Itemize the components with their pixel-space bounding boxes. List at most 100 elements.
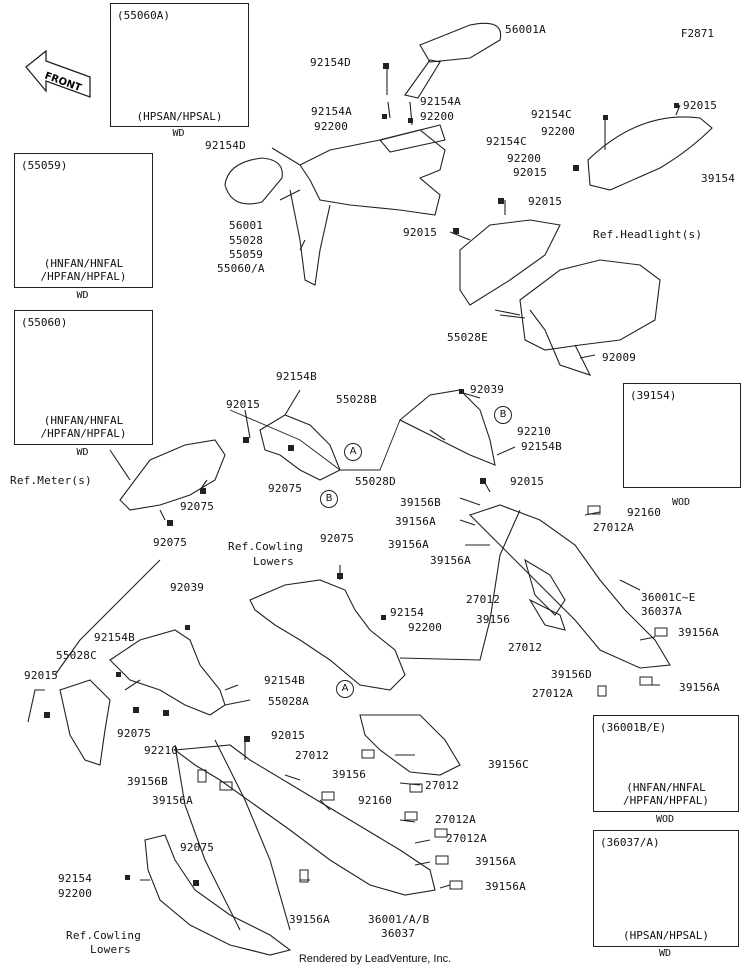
part-label: 27012 <box>295 749 330 762</box>
part-label: 92160 <box>627 506 662 519</box>
part-label: 39156A <box>678 626 719 639</box>
part-label: 39156 <box>476 613 511 626</box>
part-label: Ref.Meter(s) <box>10 474 92 487</box>
part-label: 92015 <box>226 398 261 411</box>
part-label: 39156D <box>551 668 592 681</box>
part-label: 92075 <box>153 536 188 549</box>
callout-a: A <box>344 443 362 461</box>
windshield-39154-shape <box>587 116 713 191</box>
part-label: 92154 <box>390 606 425 619</box>
part-label: 39156B <box>400 496 441 509</box>
part-label: Ref.Cowling <box>228 540 304 553</box>
part-label: 92075 <box>320 532 355 545</box>
bracket-55028-shape <box>299 129 446 216</box>
part-label: 39156A <box>388 538 429 551</box>
mirror-56001a-shape <box>419 22 502 63</box>
callout-a: A <box>336 680 354 698</box>
part-label: 36037A <box>641 605 682 618</box>
part-label: 92154D <box>310 56 351 69</box>
part-label: 39156A <box>430 554 471 567</box>
part-label: 39154 <box>701 172 736 185</box>
part-label: 92200 <box>420 110 455 123</box>
sticker-39156c-shape <box>359 714 461 776</box>
part-label: 39156B <box>127 775 168 788</box>
part-label: 92200 <box>58 887 93 900</box>
part-label: 92075 <box>180 841 215 854</box>
footer-credit: Rendered by LeadVenture, Inc. <box>298 953 452 965</box>
part-label: 36001/A/B <box>368 913 430 926</box>
part-label: 55059 <box>229 248 264 261</box>
part-label: 92015 <box>510 475 545 488</box>
inset-36037a: (36037/A) (HPSAN/HPSAL) <box>593 830 739 947</box>
headlight-shape <box>519 259 661 351</box>
part-label: 92009 <box>602 351 637 364</box>
part-label: 92039 <box>470 383 505 396</box>
inset-note: (HPSAN/HPSAL) <box>136 110 223 123</box>
part-label: 27012A <box>532 687 573 700</box>
front-arrow-icon: FRONT <box>25 49 91 98</box>
cover-55028b-shape <box>399 389 496 466</box>
panel-36001c-shape <box>468 504 671 669</box>
part-label: 92210 <box>144 744 179 757</box>
part-label: 92154 <box>58 872 93 885</box>
bracket-55028d-shape <box>259 414 341 481</box>
inset-code: (55059) <box>21 159 68 172</box>
part-label: 39156A <box>475 855 516 868</box>
part-label: 39156A <box>152 794 193 807</box>
part-label: 39156A <box>485 880 526 893</box>
part-label: 92015 <box>513 166 548 179</box>
part-label: 92154C <box>486 135 527 148</box>
bracket-55028e-shape <box>459 219 561 306</box>
part-label: Lowers <box>253 555 294 568</box>
cover-55028a-shape <box>109 629 226 716</box>
part-label: 92075 <box>180 500 215 513</box>
part-label: 92075 <box>117 727 152 740</box>
part-label: 92075 <box>268 482 303 495</box>
part-label: 92015 <box>271 729 306 742</box>
part-label: 92154B <box>264 674 305 687</box>
inset-code: (36037/A) <box>600 836 660 849</box>
part-label: 92200 <box>314 120 349 133</box>
part-label: 92154B <box>276 370 317 383</box>
inset-sub: WD <box>76 290 89 301</box>
bracket-plate-shape <box>379 124 446 153</box>
part-label: 27012A <box>593 521 634 534</box>
part-label: 92154C <box>531 108 572 121</box>
part-label: 92015 <box>683 99 718 112</box>
part-label: 27012A <box>435 813 476 826</box>
part-label: 92039 <box>170 581 205 594</box>
part-label: 92015 <box>528 195 563 208</box>
part-label: 92154B <box>94 631 135 644</box>
inset-note: (HNFAN/HNFAL /HPFAN/HPFAL) <box>40 414 127 440</box>
part-label: 92015 <box>403 226 438 239</box>
inset-note: (HPSAN/HPSAL) <box>622 929 710 942</box>
callout-b: B <box>320 490 338 508</box>
inset-note: (HNFAN/HNFAL /HPFAN/HPFAL) <box>622 781 710 807</box>
cover-55028c-shape <box>59 679 111 766</box>
inset-sub: WOD <box>671 497 691 508</box>
part-label: 55028A <box>268 695 309 708</box>
part-label: 27012 <box>466 593 501 606</box>
inset-sub: WD <box>76 447 89 458</box>
inset-36001be: (36001B/E) (HNFAN/HNFAL /HPFAN/HPFAL) <box>593 715 739 812</box>
part-label: 39156A <box>289 913 330 926</box>
part-label: 27012 <box>425 779 460 792</box>
inset-code: (39154) <box>630 389 677 402</box>
inset-note: (HNFAN/HNFAL /HPFAN/HPFAL) <box>40 257 127 283</box>
part-label: 39156C <box>488 758 529 771</box>
figure-code: F2871 <box>680 27 714 40</box>
inset-55060a: (55060A) (HPSAN/HPSAL) <box>110 3 249 127</box>
part-label: 92200 <box>507 152 542 165</box>
part-label: 92154B <box>521 440 562 453</box>
inset-code: (36001B/E) <box>600 721 667 734</box>
part-label: 92200 <box>541 125 576 138</box>
part-label: 92154D <box>205 139 246 152</box>
part-label: 92154A <box>420 95 461 108</box>
part-label: 39156 <box>332 768 367 781</box>
inset-sub: WD <box>658 948 672 959</box>
part-label: 55028D <box>355 475 396 488</box>
cowl-lower-shape <box>144 834 292 956</box>
part-label: 92200 <box>408 621 443 634</box>
part-label: 39156A <box>679 681 720 694</box>
